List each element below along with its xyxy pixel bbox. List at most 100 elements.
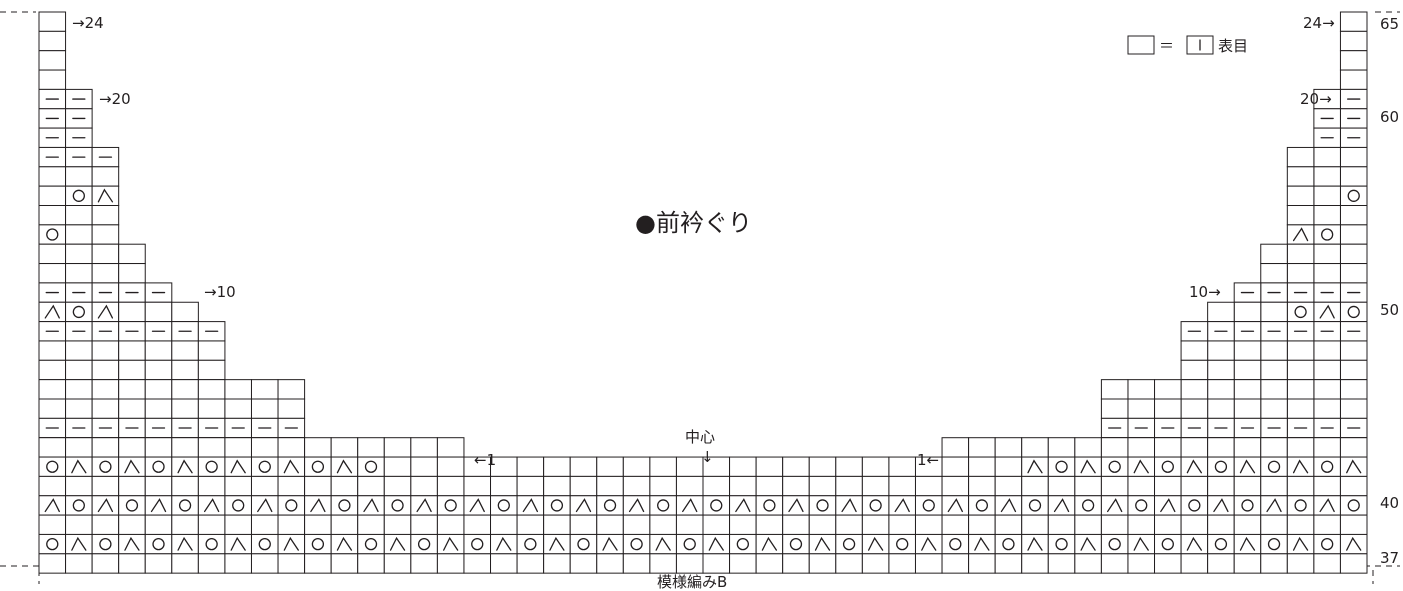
stitch-symbols	[44, 98, 1362, 551]
yarn-over-icon	[338, 499, 351, 512]
stitch-cell	[250, 398, 279, 419]
stitch-cell	[144, 553, 173, 574]
stitch-cell	[197, 514, 226, 535]
stitch-cell	[596, 533, 624, 555]
step-label: →20	[99, 90, 131, 108]
left-decrease-icon	[363, 498, 379, 513]
stitch-cell	[1286, 224, 1315, 245]
stitch-cell	[596, 553, 624, 574]
stitch-cell	[490, 495, 518, 516]
stitch-cell	[1047, 514, 1076, 535]
stitch-cell	[38, 514, 67, 535]
left-decrease-icon	[416, 498, 432, 513]
stitch-cell	[649, 475, 677, 497]
stitch-cell	[729, 475, 757, 497]
center-arrow: ↓	[701, 448, 714, 466]
stitch-cell	[1260, 475, 1288, 497]
stitch-cell	[1100, 475, 1129, 497]
stitch-cell	[675, 514, 704, 535]
stitch-cell	[1207, 359, 1235, 381]
right-decrease-icon	[867, 536, 884, 551]
yarn-over-icon	[630, 537, 643, 551]
stitch-cell	[702, 495, 731, 516]
stitch-cell	[702, 475, 731, 497]
stitch-cell	[1047, 437, 1076, 458]
stitch-cell	[1233, 533, 1262, 555]
stitch-cell	[144, 437, 173, 458]
stitch-cell	[808, 533, 837, 555]
stitch-cell	[357, 553, 385, 574]
left-decrease-icon	[310, 498, 326, 513]
stitch-cell	[861, 533, 890, 555]
stitch-cell	[410, 495, 438, 516]
stitch-cell	[1127, 553, 1156, 574]
stitch-cell	[65, 224, 93, 245]
stitch-cell	[250, 514, 279, 535]
stitch-cell	[65, 185, 93, 206]
stitch-cell	[330, 437, 359, 458]
stitch-cell	[38, 30, 67, 52]
stitch-cell	[1286, 437, 1315, 458]
stitch-cell	[1233, 301, 1262, 323]
stitch-cell	[1339, 30, 1368, 52]
stitch-cell	[1021, 533, 1049, 555]
right-decrease-icon	[1239, 459, 1256, 474]
right-decrease-icon	[336, 459, 353, 474]
stitch-cell	[782, 553, 810, 574]
stitch-cell	[436, 514, 465, 535]
stitch-cell	[1127, 533, 1156, 555]
yarn-over-icon	[1055, 460, 1068, 473]
stitch-cell	[144, 359, 173, 381]
stitch-cell	[543, 533, 571, 555]
stitch-cell	[994, 495, 1023, 516]
stitch-cell	[1286, 166, 1315, 187]
stitch-cell	[782, 475, 810, 497]
yarn-over-icon	[1055, 537, 1068, 551]
stitch-cell	[1154, 398, 1182, 419]
stitch-cell	[994, 553, 1023, 574]
stitch-cell	[1339, 340, 1368, 361]
stitch-cell	[1021, 456, 1049, 477]
yarn-over-icon	[72, 189, 85, 202]
left-decrease-icon	[150, 498, 167, 513]
left-decrease-icon	[44, 304, 60, 319]
legend-equals: ＝	[1159, 37, 1174, 55]
stitch-cell	[1339, 359, 1368, 381]
yarn-over-icon	[99, 537, 112, 551]
stitch-cell	[118, 301, 146, 323]
stitch-cell	[304, 475, 332, 497]
left-decrease-icon	[1000, 498, 1017, 513]
stitch-cell	[171, 379, 199, 400]
chart-title: ●前衿ぐり	[635, 209, 752, 237]
stitch-cell	[1339, 533, 1368, 555]
stitch-cell	[383, 533, 412, 555]
yarn-over-icon	[205, 537, 218, 551]
right-decrease-icon	[443, 536, 459, 551]
stitch-cell	[1313, 166, 1341, 187]
stitch-cell	[65, 495, 93, 516]
stitch-cell	[304, 456, 332, 477]
stitch-cell	[1180, 379, 1209, 400]
stitch-cell	[463, 533, 492, 555]
stitch-cell	[941, 495, 970, 516]
row-number: 65	[1380, 15, 1399, 33]
yarn-over-icon	[1161, 537, 1174, 551]
stitch-cell	[1074, 456, 1102, 477]
right-decrease-icon	[283, 536, 299, 551]
stitch-cell	[38, 495, 67, 516]
stitch-cell	[1154, 379, 1182, 400]
stitch-cell	[1313, 224, 1341, 245]
left-decrease-icon	[1292, 227, 1309, 242]
yarn-over-icon	[1214, 460, 1228, 473]
stitch-cell	[1339, 437, 1368, 458]
row-number: 50	[1380, 301, 1399, 319]
stitch-cell	[808, 456, 837, 477]
stitch-cell	[1100, 456, 1129, 477]
stitch-cell	[968, 437, 996, 458]
stitch-cell	[835, 456, 863, 477]
stitch-cell	[1339, 379, 1368, 400]
stitch-cell	[1339, 398, 1368, 419]
stitch-cell	[1233, 514, 1262, 535]
stitch-cell	[330, 533, 359, 555]
yarn-over-icon	[1002, 537, 1015, 551]
